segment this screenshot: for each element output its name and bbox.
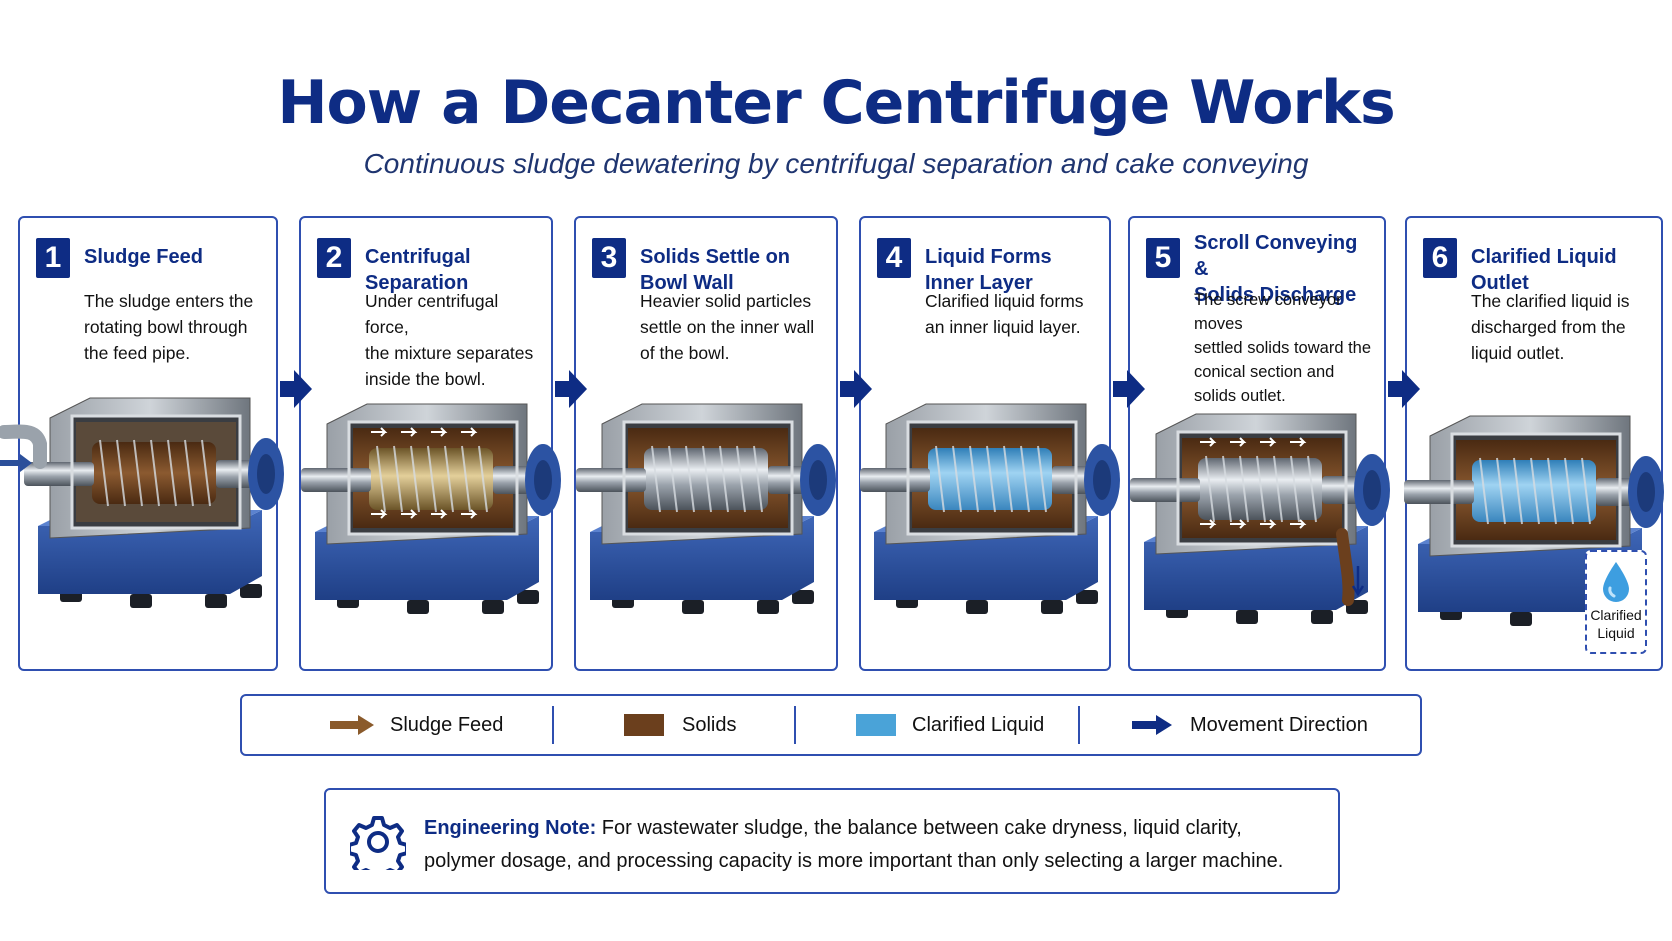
legend-item-solids: Solids: [624, 696, 736, 754]
note-text: Engineering Note: For wastewater sludge,…: [424, 812, 1318, 878]
step-number: 2: [317, 238, 351, 278]
legend-label: Movement Direction: [1190, 713, 1368, 736]
legend-divider: [1078, 706, 1080, 744]
legend-divider: [552, 706, 554, 744]
step-number: 5: [1146, 238, 1180, 278]
clarified-liquid-badge: Clarified Liquid: [1585, 550, 1647, 654]
step-number: 4: [877, 238, 911, 278]
legend-label: Solids: [682, 713, 737, 736]
step-title: Solids Settle on Bowl Wall: [640, 246, 791, 294]
step-card-5: 5 Scroll Conveying &Solids Discharge The…: [1128, 216, 1386, 671]
note-line-2: polymer dosage, and processing capacity …: [424, 850, 1284, 872]
step-description: Under centrifugal force,the mixture sepa…: [365, 291, 534, 389]
step-number: 3: [592, 238, 626, 278]
legend-divider: [794, 706, 796, 744]
step-title: Centrifugal Separation: [365, 246, 471, 294]
legend-item-sludge-feed: Sludge Feed: [328, 696, 503, 754]
note-line-1: For wastewater sludge, the balance betwe…: [596, 817, 1242, 839]
step-title: Clarified Liquid Outlet: [1471, 246, 1617, 294]
note-label: Engineering Note:: [424, 817, 597, 839]
blue-swatch-icon: [856, 714, 896, 736]
step-card-4: 4 Liquid Forms Inner Layer Clarified liq…: [859, 216, 1111, 671]
step-card-2: 2 Centrifugal Separation Under centrifug…: [299, 216, 553, 671]
step-title: Sludge Feed: [84, 246, 203, 268]
step-card-3: 3 Solids Settle on Bowl Wall Heavier sol…: [574, 216, 838, 671]
page-title: How a Decanter Centrifuge Works: [277, 68, 1395, 138]
brown-swatch-icon: [624, 714, 664, 736]
legend-item-movement-direction: Movement Direction: [1130, 696, 1368, 754]
step-title: Liquid Forms Inner Layer: [925, 246, 1052, 294]
droplet-icon: [1603, 562, 1629, 602]
legend-label: Clarified Liquid: [912, 713, 1045, 736]
gear-icon: [350, 816, 406, 870]
legend-item-clarified-liquid: Clarified Liquid: [856, 696, 1044, 754]
legend-label: Sludge Feed: [390, 713, 504, 736]
engineering-note: Engineering Note: For wastewater sludge,…: [324, 788, 1340, 894]
brown-arrow-icon: [330, 715, 374, 735]
navy-arrow-icon: [1132, 715, 1172, 735]
step-number: 6: [1423, 238, 1457, 278]
legend: Sludge Feed Solids Clarified Liquid Move…: [240, 694, 1422, 756]
clarified-badge-line: Liquid: [1597, 625, 1635, 641]
step-title: Scroll Conveying &Solids Discharge: [1194, 232, 1358, 306]
step-number: 1: [36, 238, 70, 278]
page-subtitle: Continuous sludge dewatering by centrifu…: [363, 148, 1309, 179]
clarified-badge-line: Clarified: [1590, 607, 1642, 623]
